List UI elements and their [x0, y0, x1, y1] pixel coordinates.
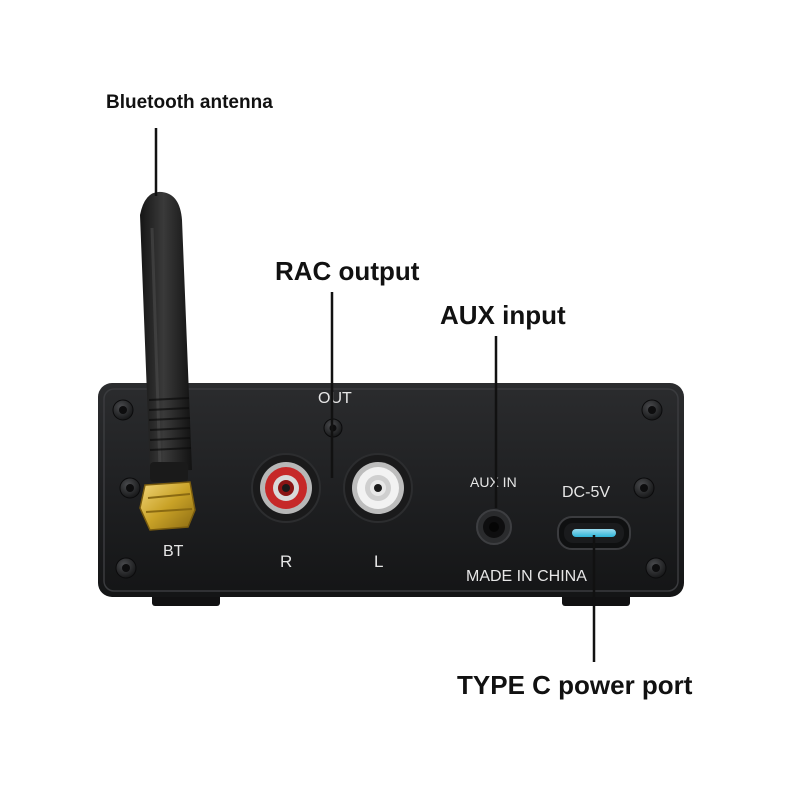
- label-left: L: [374, 552, 383, 571]
- chassis-bezel: [103, 388, 679, 592]
- antenna-sma-connector: [139, 481, 196, 531]
- bluetooth-antenna: [139, 191, 196, 531]
- callout-type-c-power-port: TYPE C power port: [457, 670, 693, 700]
- callout-rac-output: RAC output: [275, 256, 420, 286]
- callout-lines: [154, 128, 596, 662]
- label-made-in-china: MADE IN CHINA: [466, 568, 587, 585]
- callout-aux-input: AUX input: [440, 300, 566, 330]
- screw-icon: [112, 399, 134, 421]
- label-dc-5v: DC-5V: [562, 484, 610, 501]
- label-bt: BT: [163, 543, 184, 560]
- label-right: R: [280, 552, 292, 571]
- rca-jack-right: [251, 453, 321, 523]
- callout-bluetooth-antenna: Bluetooth antenna: [106, 92, 273, 113]
- label-aux-in: AUX IN: [470, 474, 517, 490]
- rca-jack-left: [343, 453, 413, 523]
- screw-icon: [641, 399, 663, 421]
- screw-icon: [633, 477, 655, 499]
- aux-in-jack: [476, 509, 512, 545]
- screw-icon: [119, 477, 141, 499]
- screw-icon: [645, 557, 667, 579]
- screw-icon: [115, 557, 137, 579]
- panel-labels: OUT BT R L AUX IN DC-5V MADE IN CHINA: [163, 390, 610, 585]
- usb-c-port: [557, 516, 631, 550]
- label-out: OUT: [318, 390, 352, 407]
